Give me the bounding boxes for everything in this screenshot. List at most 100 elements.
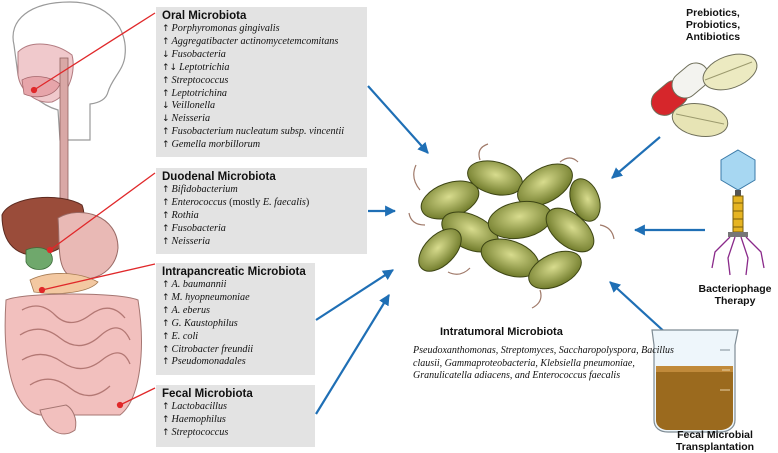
trend-arrow: ↑ (162, 427, 170, 438)
taxon-name: Enterococcus (171, 196, 227, 208)
beaker-icon (651, 329, 739, 433)
duodenal-microbiota-list: ↑Bifidobacterium↑Enterococcus (mostly E.… (162, 184, 361, 249)
taxon-name: Fusobacteria (171, 222, 226, 234)
leader-lines (30, 12, 156, 409)
fmt-label: Fecal Microbial Transplantation (675, 429, 755, 453)
taxon-note-end: ) (305, 196, 310, 208)
bacteriophage-therapy-label: Bacteriophage Therapy (698, 283, 772, 307)
digestive-organs-icon (1, 196, 142, 435)
trend-arrow: ↑ (162, 414, 170, 425)
taxon-name: Veillonella (171, 100, 216, 112)
list-item: ↑Porphyromonas gingivalis (162, 23, 361, 36)
trend-arrow: ↑ (162, 36, 170, 47)
trend-arrow: ↑ (162, 236, 170, 247)
taxon-name: Gemella morbillorum (171, 139, 261, 151)
taxon-name: Fusobacteria (171, 48, 226, 60)
list-item: ↓Fusobacteria (162, 49, 361, 62)
list-item: ↑↓Leptotrichia (162, 62, 361, 75)
list-item: ↓Neisseria (162, 113, 361, 126)
taxon-name: Streptococcus (171, 74, 229, 86)
trend-arrow: ↓ (162, 101, 170, 112)
taxon-name: Neisseria (171, 235, 211, 247)
fecal-microbiota-box: Fecal Microbiota ↑Lactobacillus↑Haemophi… (156, 385, 315, 447)
list-item: ↑M. hyopneumoniae (162, 292, 309, 305)
list-item: ↑Rothia (162, 210, 361, 223)
intratumoral-microbiota-title: Intratumoral Microbiota (440, 326, 563, 338)
list-item: ↑Fusobacteria (162, 223, 361, 236)
taxon-name: Citrobacter freundii (171, 343, 254, 355)
flow-arrows (315, 85, 705, 415)
oral-microbiota-list: ↑Porphyromonas gingivalis↑Aggregatibacte… (162, 23, 361, 152)
intrapancreatic-microbiota-box: Intrapancreatic Microbiota ↑A. baumannii… (156, 263, 315, 375)
list-item: ↑Gemella morbillorum (162, 139, 361, 152)
taxon-name: M. hyopneumoniae (171, 291, 250, 303)
list-item: ↓Veillonella (162, 100, 361, 113)
list-item: ↑A. eberus (162, 305, 309, 318)
trend-arrow: ↑ (162, 223, 170, 234)
taxon-name: Haemophilus (171, 413, 226, 425)
list-item: ↑Leptotrichina (162, 88, 361, 101)
intratumoral-bacteria-icon (418, 160, 601, 290)
list-item: ↑Haemophilus (162, 414, 309, 427)
drugs-label: Prebiotics, Probiotics, Antibiotics (685, 7, 741, 43)
taxon-name: Leptotrichia (179, 61, 230, 73)
taxon-note-name: E. faecalis (262, 196, 306, 208)
oral-microbiota-title: Oral Microbiota (162, 10, 247, 22)
taxon-name: Neisseria (171, 113, 211, 125)
taxon-name: A. eberus (171, 304, 211, 316)
trend-arrow: ↑ (162, 280, 170, 290)
intratumoral-microbiota-text: Pseudoxanthomonas, Streptomyces, Sacchar… (413, 345, 674, 382)
list-item: ↑Lactobacillus (162, 401, 309, 414)
trend-arrow: ↑ (162, 75, 170, 86)
list-item: ↑Pseudomonadales (162, 356, 309, 369)
list-item: ↑Bifidobacterium (162, 184, 361, 197)
list-item: ↑Aggregatibacter actinomycetemcomitans (162, 36, 361, 49)
taxon-name: Porphyromonas gingivalis (171, 23, 280, 34)
taxon-name: A. baumannii (171, 279, 227, 290)
fecal-microbiota-list: ↑Lactobacillus↑Haemophilus↑Streptococcus (162, 401, 309, 440)
list-item: ↑Fusobacterium nucleatum subsp. vincenti… (162, 126, 361, 139)
head-icon (12, 1, 126, 209)
intrapancreatic-microbiota-title: Intrapancreatic Microbiota (162, 266, 306, 278)
taxon-name: Aggregatibacter actinomycetemcomitans (171, 35, 339, 47)
list-item: ↑Streptococcus (162, 75, 361, 88)
list-item: ↑E. coli (162, 331, 309, 344)
list-item: ↑Citrobacter freundii (162, 344, 309, 357)
oral-microbiota-box: Oral Microbiota ↑Porphyromonas gingivali… (156, 7, 367, 157)
intrapancreatic-microbiota-list: ↑A. baumannii↑M. hyopneumoniae↑A. eberus… (162, 279, 309, 369)
trend-arrow: ↑ (162, 140, 170, 151)
trend-arrow: ↑↓ (162, 62, 178, 73)
list-item: ↑Neisseria (162, 236, 361, 249)
taxon-name: Streptococcus (171, 426, 229, 438)
taxon-note: (mostly (226, 196, 263, 208)
trend-arrow: ↑ (162, 88, 170, 99)
trend-arrow: ↑ (162, 318, 170, 329)
duodenal-microbiota-title: Duodenal Microbiota (162, 171, 276, 183)
taxon-name: Pseudomonadales (171, 356, 246, 368)
taxon-name: G. Kaustophilus (171, 317, 238, 329)
pills-icon (650, 53, 758, 137)
trend-arrow: ↑ (162, 24, 170, 34)
list-item: ↑A. baumannii (162, 279, 309, 292)
list-item: ↑G. Kaustophilus (162, 318, 309, 331)
taxon-name: Fusobacterium nucleatum subsp. vincentii (171, 126, 345, 138)
taxon-name: Leptotrichina (171, 87, 228, 99)
taxon-name: Bifidobacterium (171, 184, 238, 195)
list-item: ↑Enterococcus (mostly E. faecalis) (162, 197, 361, 210)
duodenal-microbiota-box: Duodenal Microbiota ↑Bifidobacterium↑Ent… (156, 168, 367, 254)
trend-arrow: ↑ (162, 357, 170, 368)
trend-arrow: ↑ (162, 331, 170, 342)
trend-arrow: ↑ (162, 305, 170, 316)
trend-arrow: ↑ (162, 210, 170, 221)
bacteria-flagella (408, 143, 615, 309)
taxon-name: Lactobacillus (171, 401, 228, 412)
trend-arrow: ↓ (162, 49, 170, 60)
trend-arrow: ↑ (162, 402, 170, 412)
trend-arrow: ↑ (162, 197, 170, 208)
trend-arrow: ↑ (162, 185, 170, 195)
trend-arrow: ↓ (162, 114, 170, 125)
fecal-microbiota-title: Fecal Microbiota (162, 388, 253, 400)
trend-arrow: ↑ (162, 127, 170, 138)
list-item: ↑Streptococcus (162, 427, 309, 440)
